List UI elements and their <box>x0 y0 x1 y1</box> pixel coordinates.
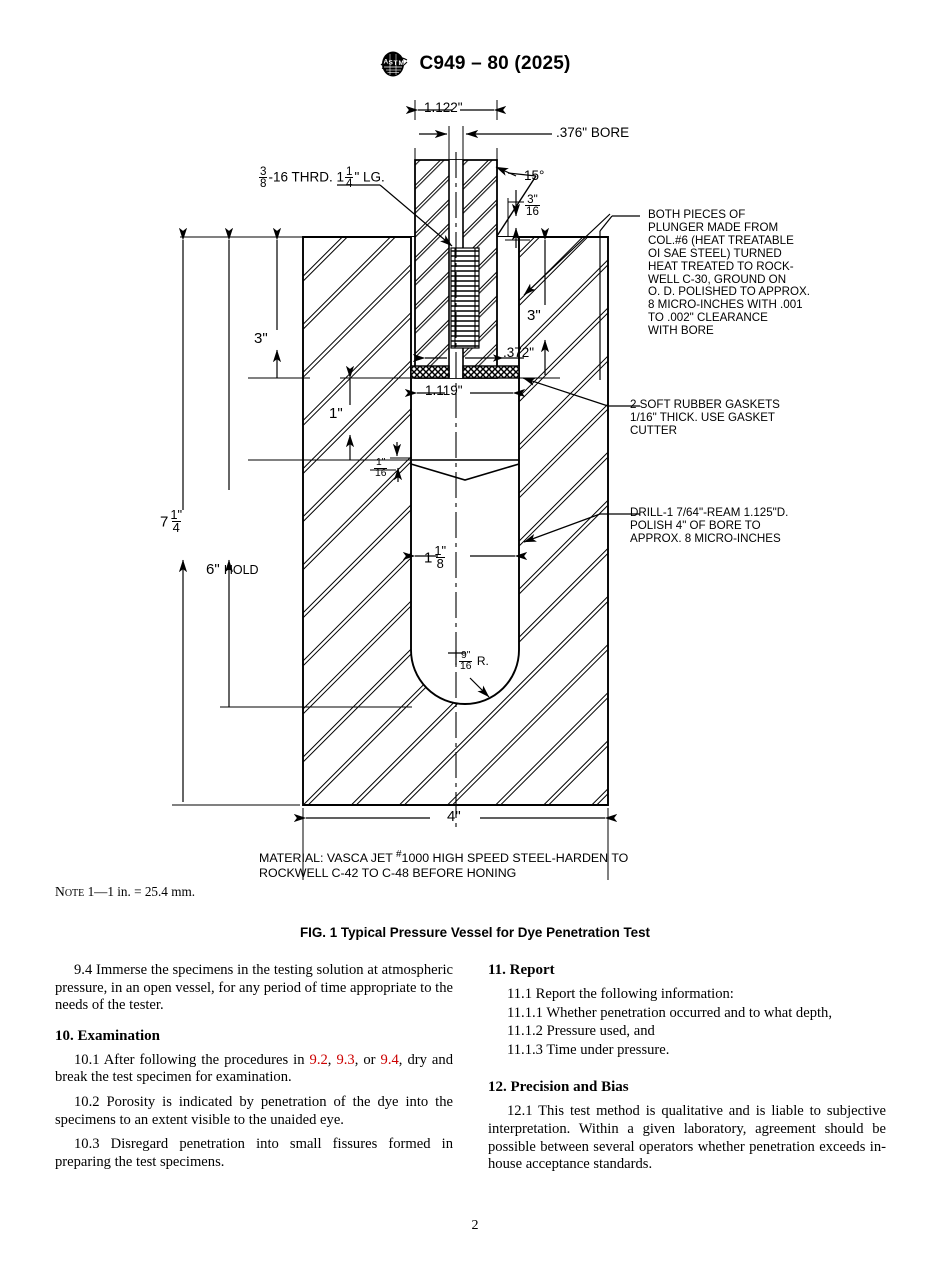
svg-text:T: T <box>394 60 398 67</box>
heading-11-report: 11. Report <box>488 962 555 978</box>
dim-plunger-dia: .372" <box>503 345 535 360</box>
standard-designation: C949 – 80 (2025) <box>419 53 571 74</box>
svg-text:A: A <box>384 59 389 66</box>
para-11-1: 11.1 Report the following information: <box>507 986 734 1002</box>
para-11-1-3: 11.1.3 Time under pressure. <box>507 1041 670 1058</box>
xref-9-2[interactable]: 9.2 <box>309 1051 328 1068</box>
dim-hold: 6" HOLD <box>206 561 259 578</box>
dim-bore-upper: 1.119" <box>425 383 463 398</box>
left-column: 9.4 Immerse the specimens in the testing… <box>55 962 453 1178</box>
para-10-3: 10.3 Disregard penetration into small fi… <box>55 1136 453 1170</box>
right-column: 11. Report 11.1 Report the following inf… <box>488 962 886 1181</box>
heading-10-examination: 10. Examination <box>55 1027 161 1044</box>
dim-chamfer: 3"16 <box>525 192 540 219</box>
dim-gasket-thickness: 1"16 <box>374 456 388 479</box>
xref-9-3[interactable]: 9.3 <box>336 1051 355 1068</box>
gasket-right <box>462 365 520 379</box>
annotation-drill: DRILL-1 7/64"-REAM 1.125"D. POLISH 4" OF… <box>630 506 789 545</box>
note-1: Note 1—1 in. = 25.4 mm. <box>55 884 196 899</box>
dim-radius: 9"16 R. <box>459 649 489 672</box>
dim-left-three: 3" <box>254 330 268 347</box>
xref-9-4[interactable]: 9.4 <box>380 1051 399 1068</box>
heading-12-precision-bias: 12. Precision and Bias <box>488 1079 629 1096</box>
page-number: 2 <box>471 1218 479 1233</box>
para-10-2: 10.2 Porosity is indicated by penetratio… <box>55 1093 453 1128</box>
dim-bottom-width: 4" <box>447 808 461 825</box>
dim-top-width: 1.122" <box>424 100 463 115</box>
dim-right-three: 3" <box>527 307 541 324</box>
para-11-1-2: 11.1.2 Pressure used, and <box>507 1023 655 1040</box>
figure-caption: FIG. 1 Typical Pressure Vessel for Dye P… <box>299 925 651 940</box>
svg-text:M: M <box>399 60 404 67</box>
svg-text:S: S <box>389 60 394 67</box>
annotation-gaskets: 2 SOFT RUBBER GASKETS 1/16" THICK. USE G… <box>630 398 780 437</box>
para-10-1: 10.1 After following the procedures in 9… <box>55 1051 453 1086</box>
dim-angle: 15° <box>524 168 545 183</box>
body-columns: 9.4 Immerse the specimens in the testing… <box>0 962 950 1222</box>
dim-bore: .376" BORE <box>556 125 630 140</box>
dim-one-inch: 1" <box>329 405 343 422</box>
annotation-plunger: BOTH PIECES OF PLUNGER MADE FROM COL.#6 … <box>648 208 810 338</box>
pressure-vessel-cross-section <box>172 100 640 880</box>
para-9-4: 9.4 Immerse the specimens in the testing… <box>55 962 453 1014</box>
para-12-1: 12.1 This test method is qualitative and… <box>488 1103 886 1173</box>
gasket-left <box>410 365 450 379</box>
para-11-1-1: 11.1.1 Whether penetration occurred and … <box>507 1004 833 1021</box>
material-note: MATERIAL: VASCA JET #1000 HIGH SPEED STE… <box>259 849 629 880</box>
